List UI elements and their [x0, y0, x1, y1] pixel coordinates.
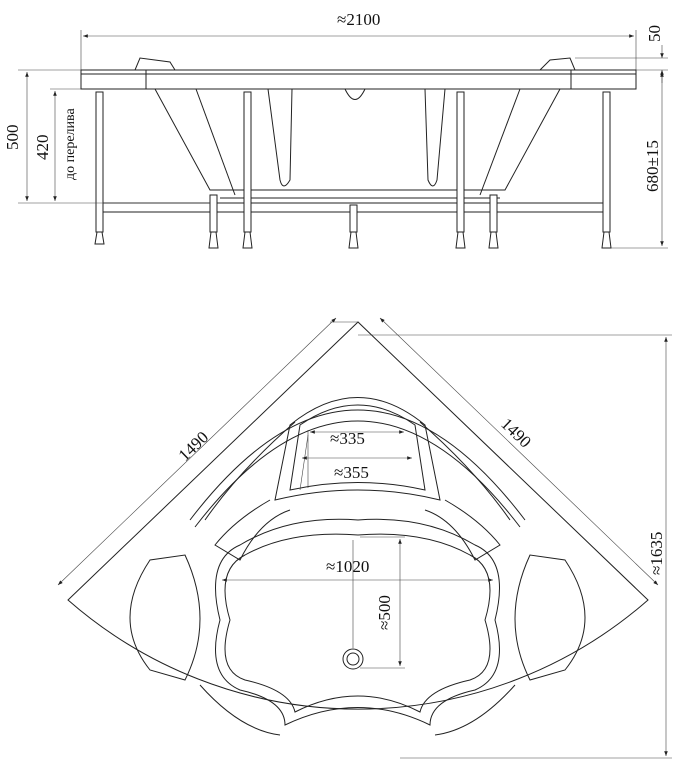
bowl: [215, 518, 500, 726]
width-label: ≈2100: [337, 10, 380, 29]
bowl-depth-label: ≈500: [375, 595, 394, 630]
bowl-width-label: ≈1020: [326, 557, 369, 576]
drain: [342, 648, 364, 670]
diagonal-label: ≈1635: [647, 532, 666, 575]
side-right-label: 1490: [497, 414, 535, 451]
legs: [94, 91, 612, 249]
rim: [80, 69, 637, 90]
rim-label: 50: [645, 25, 664, 42]
height-label: 500: [3, 125, 22, 151]
tub-outline: [67, 321, 649, 710]
side-left-label: 1490: [175, 428, 213, 465]
top-view: 1490 1490 ≈1635 ≈335 ≈355 ≈1020 ≈500: [57, 317, 672, 759]
side-view: ≈2100 500 420 до перелива 50 680±15: [3, 10, 668, 249]
total-height-label: 680±15: [643, 140, 662, 192]
seat-outer-label: ≈355: [334, 463, 369, 482]
overflow-height-label: 420: [33, 135, 52, 161]
seat-inner-label: ≈335: [330, 429, 365, 448]
seat: [274, 397, 441, 501]
overflow-label: до перелива: [63, 108, 78, 180]
